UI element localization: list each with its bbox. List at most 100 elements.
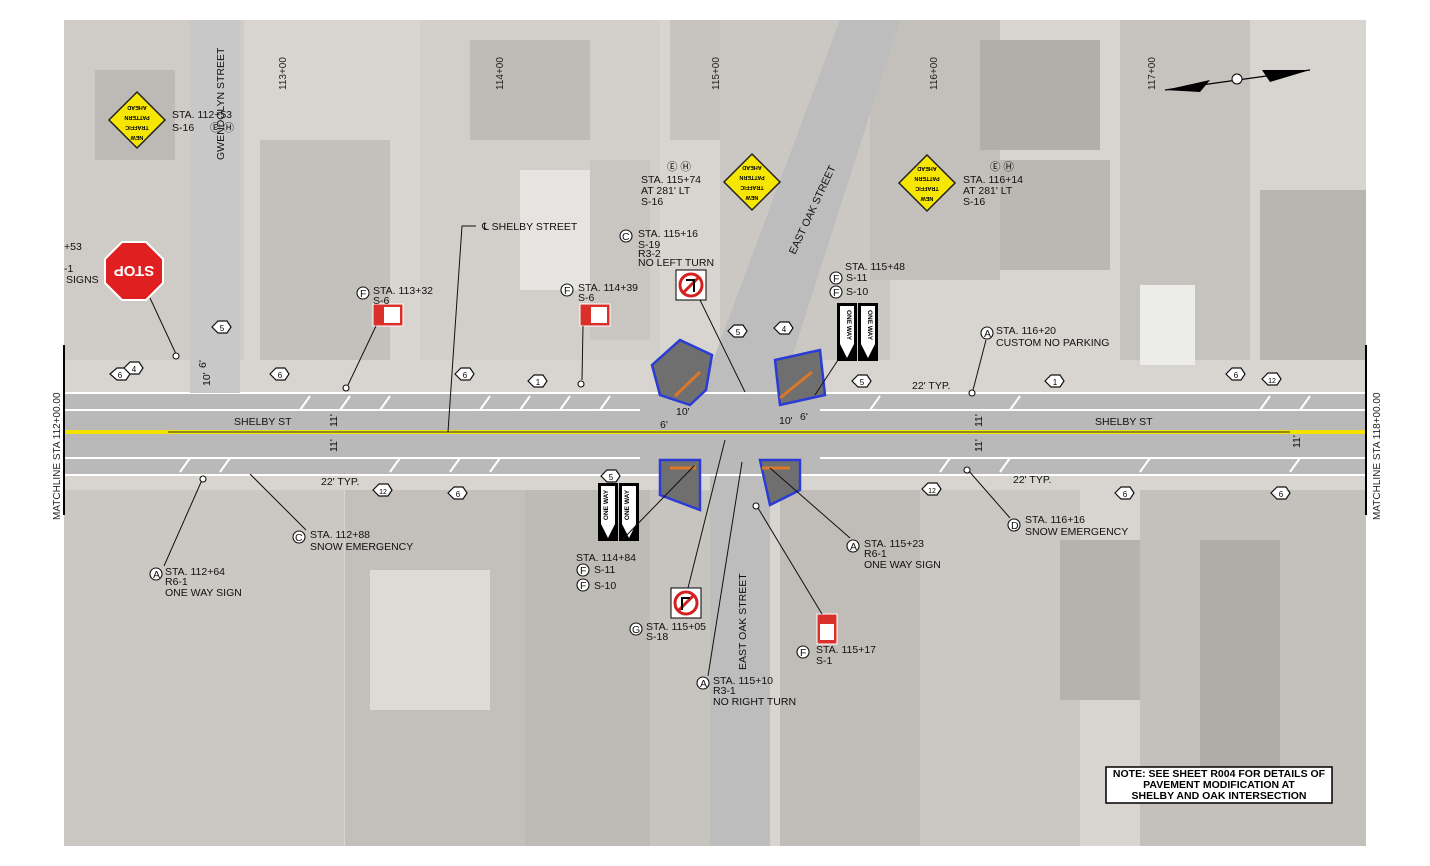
svg-text:NEW: NEW bbox=[745, 194, 759, 200]
callout-sta-115-05: G STA. 115+05 S-18 bbox=[629, 439, 726, 643]
callout-sta-115-48: STA. 115+48 F S-11 F S-10 bbox=[814, 261, 905, 396]
station-115: 115+00 bbox=[711, 57, 722, 90]
svg-text:S-16: S-16 bbox=[172, 122, 194, 134]
svg-text:22' TYP.: 22' TYP. bbox=[912, 380, 950, 392]
svg-text:11': 11' bbox=[973, 414, 985, 427]
new-traffic-pattern-sign-3: NEW TRAFFIC PATTERN AHEAD bbox=[897, 153, 957, 213]
no-left-turn-sign bbox=[675, 269, 707, 301]
one-way-sign-north-1: ONE WAY bbox=[837, 303, 857, 361]
callout-sta-115-17: F STA. 115+17 S-1 bbox=[752, 502, 876, 667]
svg-text:S-18: S-18 bbox=[646, 631, 668, 643]
svg-text:STA. 112+88: STA. 112+88 bbox=[310, 529, 370, 541]
parking-stall-marks bbox=[179, 395, 1311, 473]
callout-sta-116-14: Ⓔ Ⓗ STA. 116+14 AT 281' LT S-16 bbox=[963, 161, 1023, 208]
svg-text:6: 6 bbox=[278, 371, 283, 380]
svg-text:F: F bbox=[580, 580, 586, 592]
svg-text:5: 5 bbox=[609, 473, 614, 482]
station-114: 114+00 bbox=[495, 57, 506, 90]
svg-text:STOP: STOP bbox=[114, 262, 155, 279]
svg-text:6: 6 bbox=[456, 490, 461, 499]
station-117: 117+00 bbox=[1147, 57, 1158, 90]
station-116: 116+00 bbox=[929, 57, 940, 90]
svg-text:S-6: S-6 bbox=[373, 295, 390, 307]
no-parking-sign-3 bbox=[816, 613, 838, 645]
svg-text:22' TYP.: 22' TYP. bbox=[1013, 474, 1051, 486]
svg-text:6: 6 bbox=[1279, 490, 1284, 499]
svg-text:12: 12 bbox=[928, 488, 936, 495]
svg-text:22' TYP.: 22' TYP. bbox=[321, 476, 359, 488]
svg-text:STA. 115+10: STA. 115+10 bbox=[713, 675, 773, 687]
svg-text:10': 10' bbox=[201, 372, 213, 386]
svg-text:Ⓔ Ⓗ: Ⓔ Ⓗ bbox=[990, 161, 1014, 173]
stop-sign: STOP bbox=[104, 241, 164, 301]
svg-text:PATTERN: PATTERN bbox=[739, 174, 764, 180]
hex-marker-6c: 6 bbox=[454, 367, 475, 381]
shelby-centerline-label: ℄ SHELBY STREET bbox=[481, 221, 578, 233]
svg-text:F: F bbox=[800, 647, 806, 659]
callout-left-partial: +53 -1 SIGNS bbox=[64, 241, 99, 286]
svg-text:PAVEMENT MODIFICATION AT: PAVEMENT MODIFICATION AT bbox=[1143, 779, 1295, 791]
matchline-right-label: MATCHLINE STA 118+00.00 bbox=[1372, 392, 1383, 520]
svg-text:11': 11' bbox=[973, 439, 985, 452]
svg-text:NEW: NEW bbox=[920, 195, 934, 201]
svg-text:F: F bbox=[833, 273, 839, 285]
callout-sta-115-16: C STA. 115+16 S-19 R3-2 NO LEFT TURN bbox=[619, 228, 746, 393]
hex-marker-6e: 6 bbox=[447, 486, 468, 500]
hex-marker-5b: 5 bbox=[727, 324, 748, 338]
shelby-centerline-leader bbox=[447, 225, 476, 433]
svg-text:11': 11' bbox=[328, 414, 340, 427]
svg-text:11': 11' bbox=[1291, 435, 1303, 448]
svg-text:F: F bbox=[360, 288, 366, 300]
hex-marker-4: 4 bbox=[123, 361, 144, 375]
shelby-street-label-right: SHELBY ST bbox=[1095, 416, 1153, 428]
svg-text:-1: -1 bbox=[64, 263, 73, 275]
svg-text:1: 1 bbox=[1053, 378, 1058, 387]
svg-text:A: A bbox=[700, 678, 707, 690]
hex-marker-5c: 5 bbox=[851, 374, 872, 388]
svg-text:PATTERN: PATTERN bbox=[124, 114, 149, 120]
no-parking-sign-1 bbox=[372, 303, 404, 327]
svg-text:AHEAD: AHEAD bbox=[742, 164, 762, 170]
svg-text:STA. 116+14: STA. 116+14 bbox=[963, 174, 1023, 186]
svg-text:S-16: S-16 bbox=[963, 196, 985, 208]
svg-text:AT 281' LT: AT 281' LT bbox=[963, 185, 1013, 197]
svg-text:SIGNS: SIGNS bbox=[66, 274, 99, 286]
svg-text:Ⓔ Ⓗ: Ⓔ Ⓗ bbox=[667, 161, 691, 173]
svg-text:6': 6' bbox=[800, 411, 808, 423]
svg-text:PATTERN: PATTERN bbox=[914, 175, 939, 181]
svg-text:S-6: S-6 bbox=[578, 292, 595, 304]
new-traffic-pattern-sign-1: NEW TRAFFIC PATTERN AHEAD bbox=[107, 90, 167, 150]
north-arrow bbox=[1164, 69, 1311, 92]
svg-text:R3-2: R3-2 bbox=[638, 248, 661, 260]
no-parking-sign-2 bbox=[579, 303, 611, 327]
callout-sta-114-39: F STA. 114+39 S-6 bbox=[560, 282, 638, 388]
svg-text:STA. 115+16: STA. 115+16 bbox=[638, 228, 698, 240]
svg-text:C: C bbox=[622, 231, 630, 243]
svg-text:6: 6 bbox=[463, 371, 468, 380]
matchline-left-label: MATCHLINE STA 112+00.00 bbox=[52, 392, 63, 520]
hex-marker-1: 1 bbox=[527, 374, 548, 388]
hex-marker-5: 5 bbox=[211, 320, 232, 334]
svg-text:STA. 115+48: STA. 115+48 bbox=[845, 261, 905, 273]
svg-text:STA. 114+84: STA. 114+84 bbox=[576, 552, 636, 564]
hex-marker-12c: 12 bbox=[921, 482, 942, 496]
gwendolyn-street-label: GWENDOLYN STREET bbox=[215, 47, 227, 160]
svg-text:11': 11' bbox=[328, 439, 340, 452]
svg-text:AHEAD: AHEAD bbox=[127, 104, 147, 110]
svg-text:F: F bbox=[580, 565, 586, 577]
hex-marker-5d: 5 bbox=[600, 469, 621, 483]
svg-text:ONE WAY: ONE WAY bbox=[866, 310, 873, 341]
callout-sta-113-32: F STA. 113+32 S-6 bbox=[342, 285, 433, 392]
svg-text:STA. 112+64: STA. 112+64 bbox=[165, 566, 225, 578]
callout-sta-116-16: D STA. 116+16 SNOW EMERGENCY bbox=[963, 466, 1128, 538]
svg-text:6': 6' bbox=[660, 419, 668, 431]
svg-text:R3-1: R3-1 bbox=[713, 685, 736, 697]
svg-text:G: G bbox=[632, 624, 640, 636]
svg-text:S-19: S-19 bbox=[638, 239, 660, 251]
curb-lines bbox=[64, 392, 1366, 476]
svg-text:STA. 114+39: STA. 114+39 bbox=[578, 282, 638, 294]
shelby-street-label-left: SHELBY ST bbox=[234, 416, 292, 428]
east-oak-street-north bbox=[700, 20, 900, 395]
svg-text:5: 5 bbox=[860, 378, 865, 387]
intersection-corner-islands bbox=[650, 338, 827, 512]
